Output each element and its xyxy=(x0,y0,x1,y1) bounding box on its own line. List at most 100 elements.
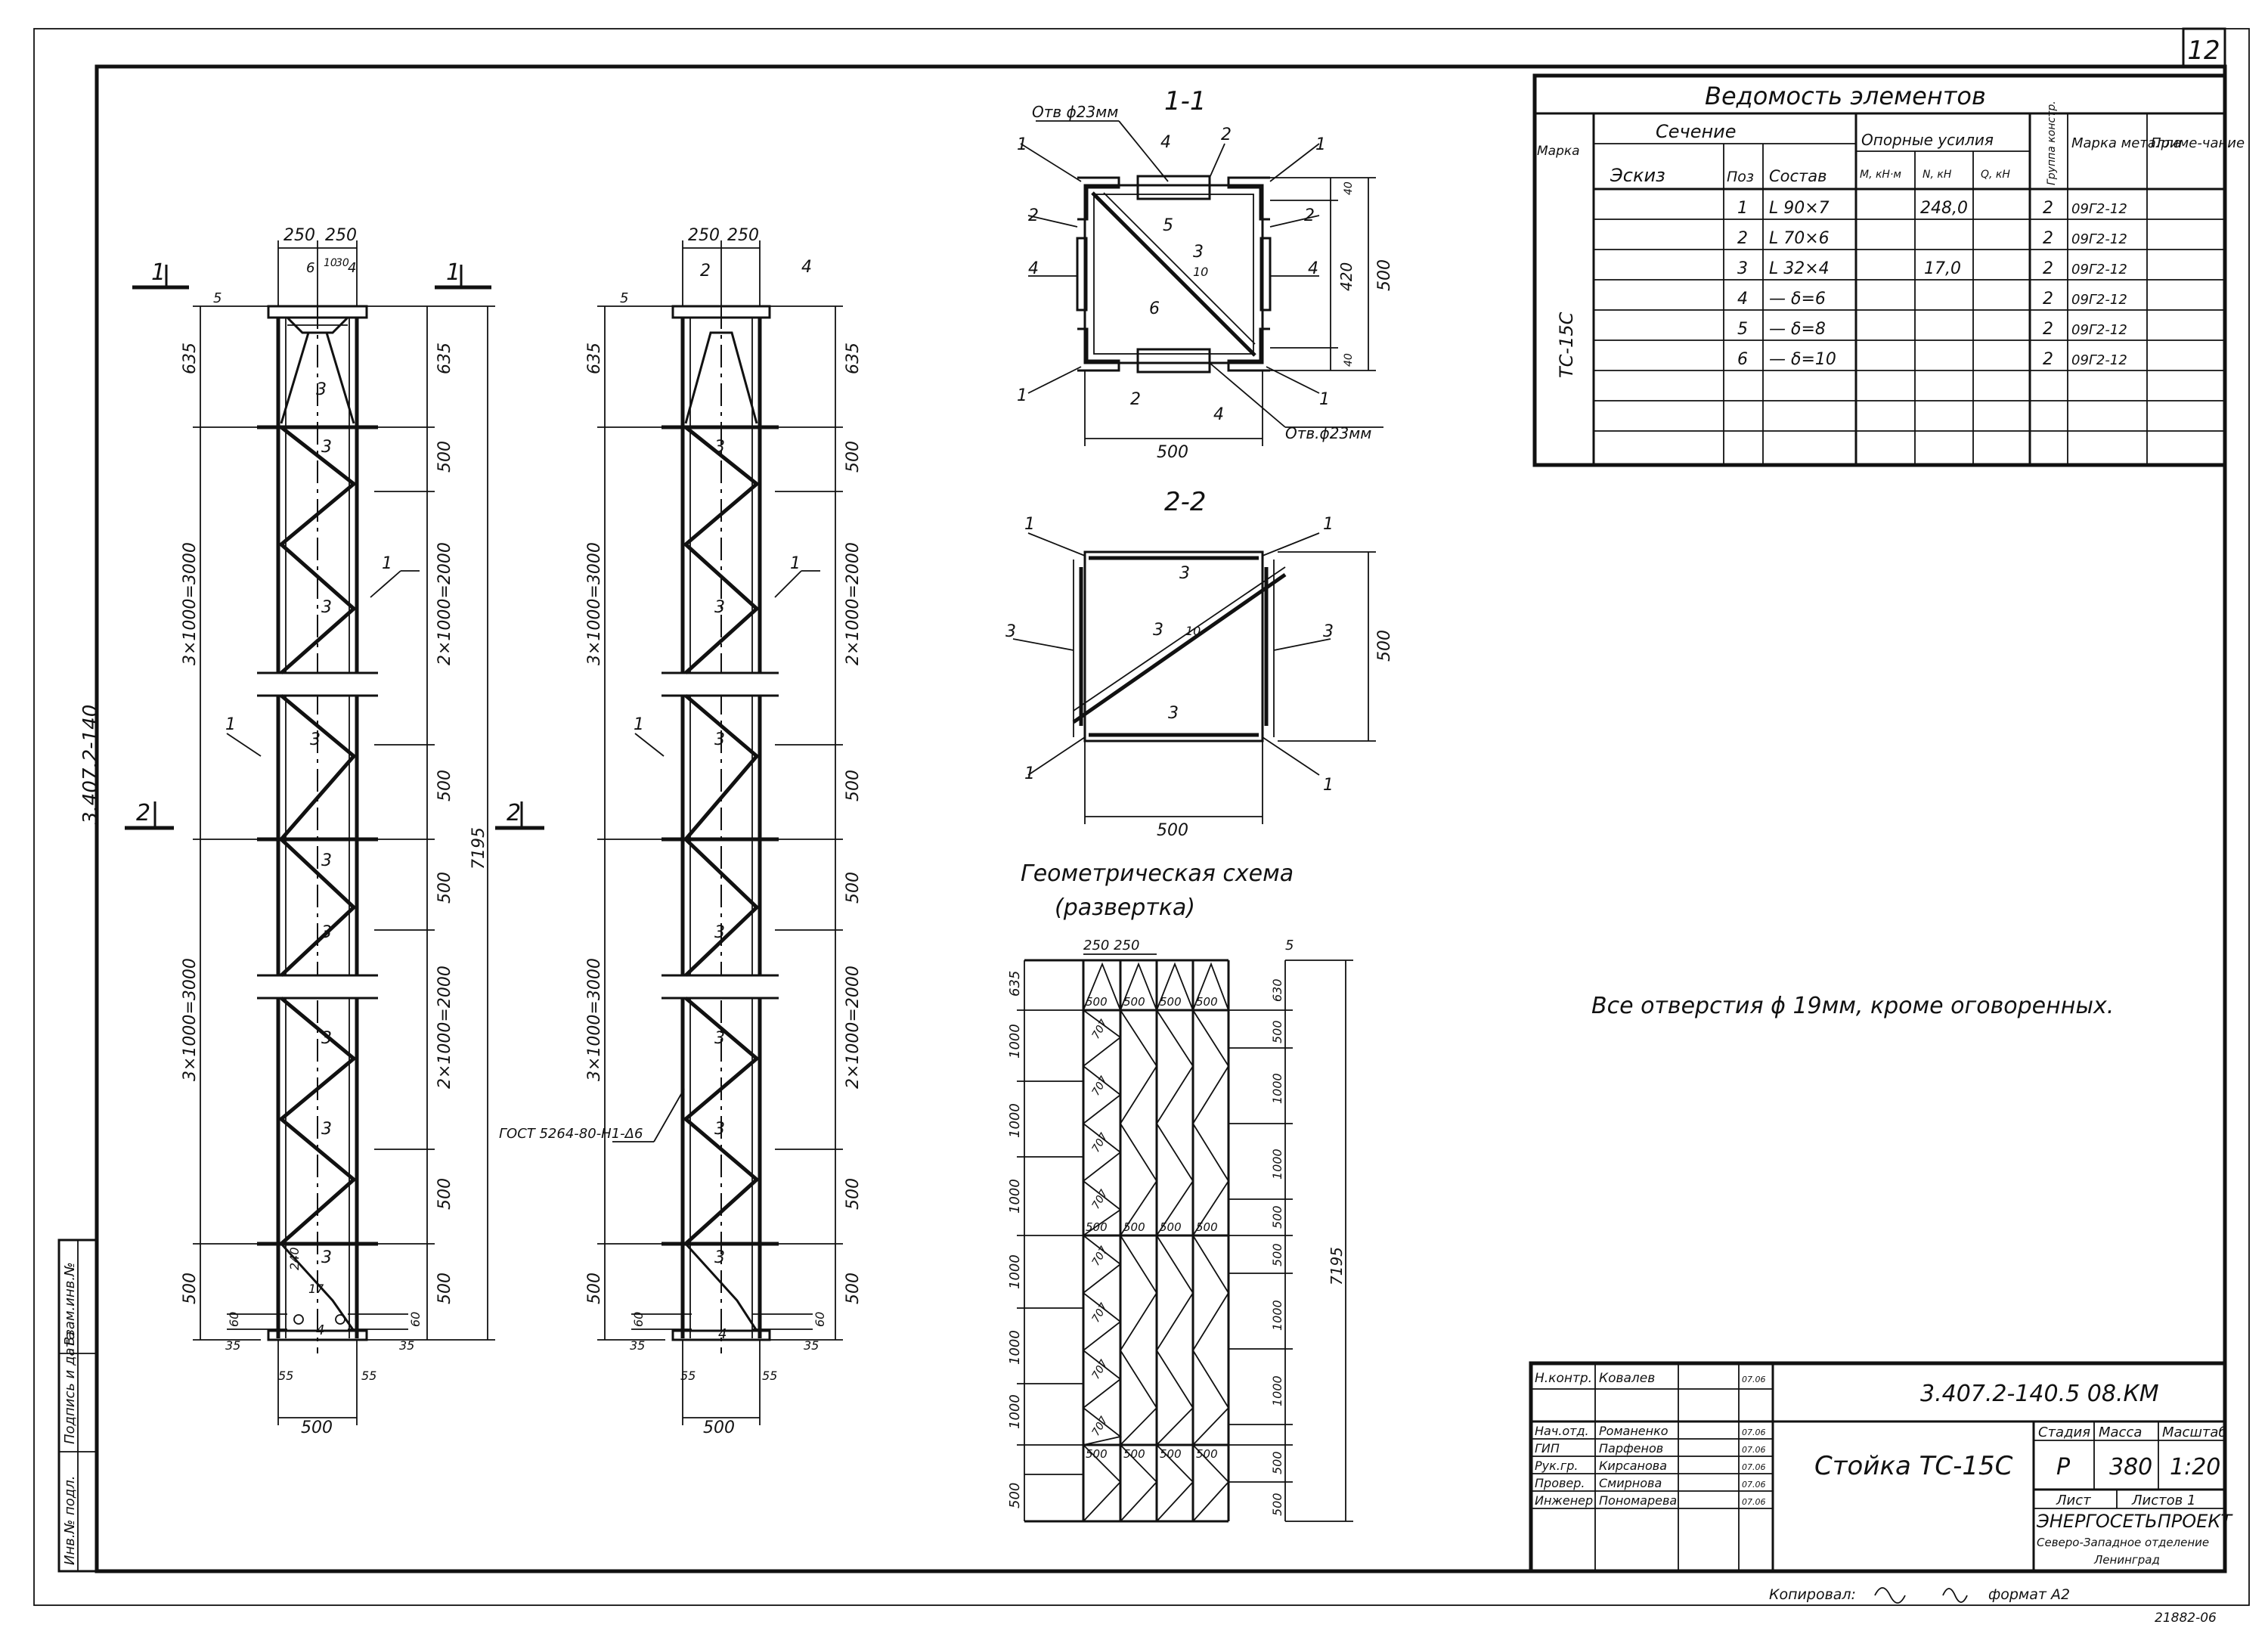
elev2-gap: 5 xyxy=(620,290,628,306)
elev2-bolt-35-left: 35 xyxy=(630,1338,645,1353)
s2-pos1-tl: 1 xyxy=(1024,515,1035,534)
elev1-pos1-a: 1 xyxy=(382,554,392,573)
tb-date-0: 07.06 xyxy=(1742,1375,1766,1384)
elev2-pos3-a: 3 xyxy=(714,438,725,457)
elev1-pos3-h: 3 xyxy=(321,1248,332,1267)
section-2-height: 500 xyxy=(1375,630,1394,662)
table-col-force-m: M, кН·м xyxy=(1860,169,1901,181)
sheet-code-vertical: 3.407.2-140 xyxy=(79,705,102,824)
table-row-6-group: 2 xyxy=(2043,350,2053,369)
geometry-left-dim-4: 1000 xyxy=(1007,1254,1023,1289)
geometry-top-dims: 250 250 xyxy=(1083,938,1139,953)
elev1-dim-635-left: 635 xyxy=(181,343,200,374)
elev1-span-right-1: 2×1000=2000 xyxy=(435,542,454,665)
elev1-total: 7195 xyxy=(469,827,488,870)
tb-date-1: 07.06 xyxy=(1742,1428,1766,1437)
table-row-1-steel: 09Г2-12 xyxy=(2071,201,2127,217)
geometry-diag-f: 707 xyxy=(1090,1301,1111,1325)
geometry-left-dim-3: 1000 xyxy=(1007,1179,1023,1214)
table-row-5-steel: 09Г2-12 xyxy=(2071,322,2127,338)
elev1-bolt-55-right: 55 xyxy=(361,1369,376,1383)
tb-org-1: ЭНЕРГОСЕТЬПРОЕКТ xyxy=(2036,1511,2233,1532)
elev1-pos-6: 6 xyxy=(306,260,314,276)
geometry-panel-h: 500 xyxy=(1196,1220,1218,1234)
tb-col-scale: Масштаб xyxy=(2162,1425,2227,1440)
geometry-diag-g: 707 xyxy=(1090,1358,1111,1381)
section-1-edge-bottom: 40 xyxy=(1343,353,1355,367)
table-element-mark: ТС-15С xyxy=(1556,312,1577,378)
elev2-span-right-2: 2×1000=2000 xyxy=(844,966,863,1089)
section-1-hole-bottom: Отв.ϕ23мм xyxy=(1285,424,1371,442)
table-row-3-pos: 3 xyxy=(1737,259,1748,278)
elev2-span-left-1: 3×1000=3000 xyxy=(585,542,604,665)
section-2-diag-size: 10 xyxy=(1185,624,1201,638)
general-note: Все отверстия ϕ 19мм, кроме оговоренных. xyxy=(1591,993,2114,1019)
elevation-front xyxy=(125,240,544,1425)
geometry-left-dim-2: 1000 xyxy=(1007,1103,1023,1138)
s2-pos3-diag: 3 xyxy=(1153,621,1163,640)
elev1-dim-500-a: 500 xyxy=(435,441,454,473)
table-row-1-n: 248,0 xyxy=(1920,199,1968,218)
table-col-sketch: Эскиз xyxy=(1610,165,1665,186)
elev1-pos4-bottom: 4 xyxy=(316,1322,324,1338)
section-1-hole-top: Отв ϕ23мм xyxy=(1032,103,1118,121)
elev1-weld-240: 240 xyxy=(287,1247,302,1270)
elev2-dim-500-b: 500 xyxy=(844,770,863,801)
section-mark-1-right: 1 xyxy=(446,259,460,286)
tb-date-5: 07.06 xyxy=(1742,1497,1766,1507)
elev2-pos3-f: 3 xyxy=(714,1120,725,1139)
tb-scale: 1:20 xyxy=(2170,1454,2220,1480)
section-1-diag-size: 10 xyxy=(1193,265,1208,279)
elev1-pos3-a: 3 xyxy=(321,438,332,457)
geometry-left-dim-6: 1000 xyxy=(1007,1394,1023,1429)
section-1-1 xyxy=(1020,120,1383,446)
geometry-diag-e: 707 xyxy=(1090,1245,1111,1268)
geometry-panel-g: 500 xyxy=(1160,1220,1182,1234)
s1-pos5: 5 xyxy=(1163,216,1173,235)
section-1-edge-top: 40 xyxy=(1343,181,1355,195)
table-row-6-pos: 6 xyxy=(1737,350,1748,369)
tb-code: 3.407.2-140.5 08.КМ xyxy=(1920,1381,2159,1407)
elev1-pos3-b: 3 xyxy=(321,598,332,617)
elev1-dim-500-d: 500 xyxy=(435,1178,454,1210)
elev2-top-w2: 250 xyxy=(727,226,759,245)
section-2-title: 2-2 xyxy=(1164,487,1207,517)
elev1-top-w2: 250 xyxy=(325,226,357,245)
table-row-4-comp: — δ=6 xyxy=(1769,290,1826,308)
tb-date-2: 07.06 xyxy=(1742,1445,1766,1455)
s1-pos4-left: 4 xyxy=(1028,259,1039,278)
geometry-right-dim-4: 500 xyxy=(1270,1205,1284,1229)
geometry-diag-h: 707 xyxy=(1090,1415,1111,1438)
geometry-right-dim-7: 1000 xyxy=(1270,1375,1284,1406)
table-col-pos: Поз xyxy=(1727,169,1754,185)
s2-pos3-right: 3 xyxy=(1323,622,1334,641)
geometry-left-dim-5: 1000 xyxy=(1007,1330,1023,1365)
s2-pos1-br: 1 xyxy=(1323,776,1334,795)
table-col-steel: Марка металла xyxy=(2071,135,2182,151)
tb-date-4: 07.06 xyxy=(1742,1480,1766,1490)
table-col-composition: Состав xyxy=(1769,167,1827,185)
table-row-6-comp: — δ=10 xyxy=(1769,350,1836,369)
elev2-dim-500-c: 500 xyxy=(844,872,863,904)
s1-pos1-tr: 1 xyxy=(1315,135,1326,154)
tb-sheets: Листов 1 xyxy=(2131,1493,2195,1508)
s1-pos2-right: 2 xyxy=(1304,206,1315,225)
elev2-pos3-c: 3 xyxy=(714,730,725,749)
tb-org-3: Ленинград xyxy=(2093,1553,2160,1567)
elev1-dim-635-right: 635 xyxy=(435,343,454,374)
tb-date-3: 07.06 xyxy=(1742,1462,1766,1472)
geometry-right-dim-1: 500 xyxy=(1270,1020,1284,1043)
outer-frame xyxy=(33,28,2250,1606)
elev1-bolt-35-right: 35 xyxy=(399,1338,414,1353)
title-block-grid xyxy=(1529,1361,2227,1573)
elev2-bottom-w: 500 xyxy=(703,1418,735,1437)
section-mark-2-left: 2 xyxy=(136,800,150,826)
elev2-pos2-top: 2 xyxy=(700,262,711,281)
table-row-2-comp: L 70×6 xyxy=(1769,229,1830,248)
elev2-dim-635-right: 635 xyxy=(844,343,863,374)
s2-pos3-left: 3 xyxy=(1005,622,1016,641)
elev2-pos4-top: 4 xyxy=(801,258,812,277)
elev1-dim-500-bottom-left: 500 xyxy=(181,1273,200,1304)
table-col-section: Сечение xyxy=(1656,121,1737,142)
